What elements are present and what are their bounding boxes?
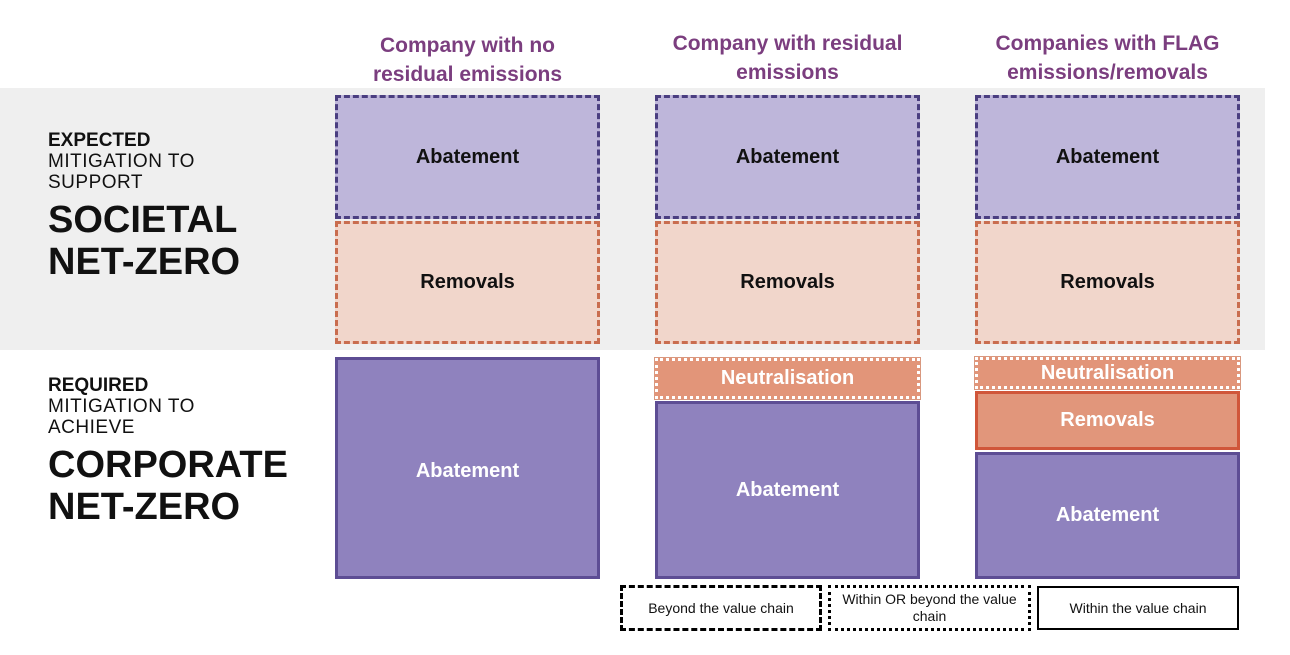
legend-beyond-label: Beyond the value chain: [648, 599, 794, 616]
col3-corporate-removals-box: Removals: [975, 391, 1240, 450]
col2-neutralisation-label: Neutralisation: [720, 367, 855, 389]
legend-within-or-beyond-label: Within OR beyond the value chain: [842, 591, 1017, 624]
col3-corporate-abatement-label: Abatement: [1055, 504, 1160, 526]
legend-within-value-chain: Within the value chain: [1037, 586, 1239, 630]
row-label-societal-big2: NET-ZERO: [48, 241, 241, 283]
col3-corporate-abatement-box: Abatement: [975, 452, 1240, 579]
row-label-societal-line1: EXPECTED: [48, 130, 151, 151]
col2-corporate-abatement-box: Abatement: [655, 401, 920, 579]
row-label-societal-line2: MITIGATION TO: [48, 151, 195, 172]
column-heading-flag: Companies with FLAG emissions/removals: [995, 32, 1220, 84]
col1-corporate-abatement-label: Abatement: [415, 460, 520, 482]
col2-societal-abatement-box: Abatement: [655, 95, 920, 219]
col3-societal-removals-label: Removals: [1060, 271, 1155, 293]
column-heading-residual: Company with residual emissions: [672, 32, 903, 84]
row-label-corporate-big2: NET-ZERO: [48, 486, 241, 528]
col3-societal-abatement-label: Abatement: [1055, 145, 1160, 168]
col3-neutralisation-label: Neutralisation: [1040, 361, 1175, 384]
col1-societal-removals-box: Removals: [335, 221, 600, 344]
row-label-societal-big1: SOCIETAL: [48, 199, 238, 241]
col3-corporate-removals-label: Removals: [1060, 409, 1155, 431]
col3-societal-removals-box: Removals: [975, 221, 1240, 344]
row-label-corporate-line2: MITIGATION TO: [48, 396, 195, 417]
legend-within-or-beyond-value-chain: Within OR beyond the value chain: [828, 585, 1031, 631]
col2-neutralisation-box: Neutralisation: [654, 357, 921, 400]
row-label-corporate-big1: CORPORATE: [48, 444, 288, 486]
col2-societal-abatement-label: Abatement: [735, 145, 840, 168]
row-label-corporate-line3: ACHIEVE: [48, 417, 135, 438]
legend-within-label: Within the value chain: [1069, 599, 1207, 616]
col2-corporate-abatement-label: Abatement: [735, 478, 840, 501]
col3-societal-abatement-box: Abatement: [975, 95, 1240, 219]
row-label-corporate-line1: REQUIRED: [48, 375, 149, 396]
row-label-societal: EXPECTED MITIGATION TO SUPPORT SOCIETAL …: [48, 130, 328, 283]
row-label-societal-line3: SUPPORT: [48, 172, 144, 193]
col3-neutralisation-box: Neutralisation: [974, 356, 1241, 390]
col1-societal-abatement-label: Abatement: [415, 145, 520, 168]
column-heading-no-residual: Company with no residual emissions: [372, 34, 563, 86]
col1-societal-removals-label: Removals: [420, 271, 515, 293]
col2-societal-removals-box: Removals: [655, 221, 920, 344]
col1-corporate-abatement-box: Abatement: [335, 357, 600, 579]
row-label-corporate: REQUIRED MITIGATION TO ACHIEVE CORPORATE…: [48, 375, 333, 528]
legend-beyond-value-chain: Beyond the value chain: [620, 585, 822, 631]
col1-societal-abatement-box: Abatement: [335, 95, 600, 219]
col2-societal-removals-label: Removals: [740, 271, 835, 293]
